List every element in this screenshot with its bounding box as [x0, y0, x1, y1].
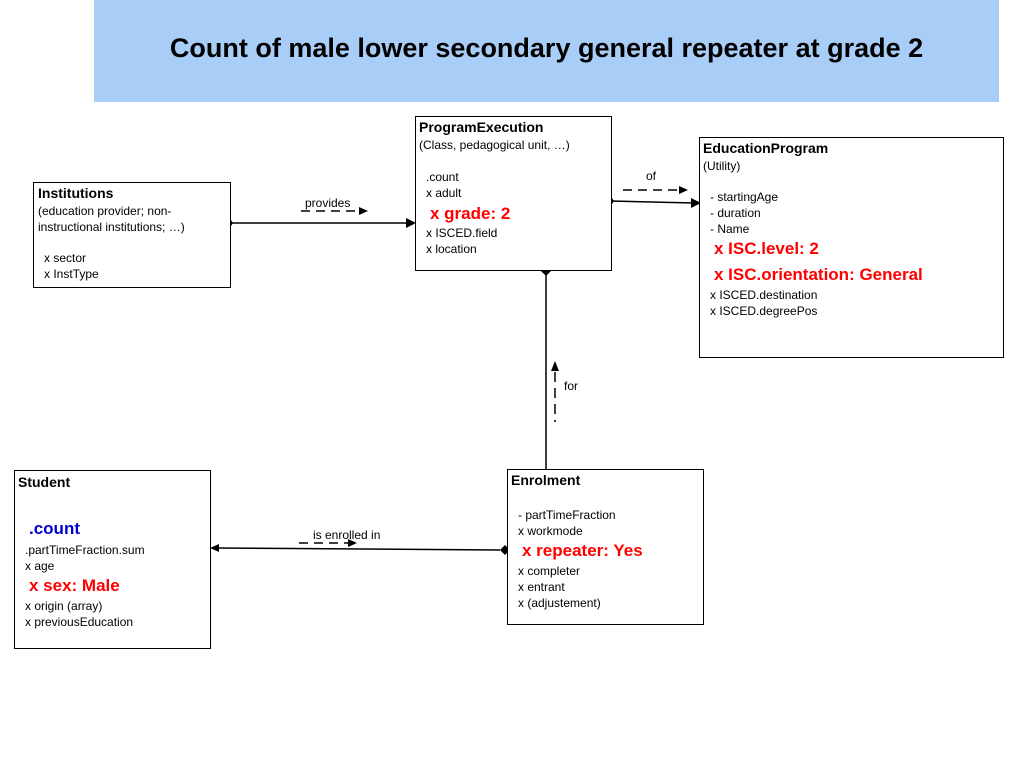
- student-box: Student .count .partTimeFraction.sum x a…: [14, 470, 211, 649]
- of-label: of: [646, 169, 657, 183]
- program-execution-attr-count: .count: [426, 170, 459, 184]
- student-attr-age: x age: [25, 559, 55, 573]
- education-program-title: EducationProgram: [703, 140, 829, 156]
- student-attr-previous-education: x previousEducation: [25, 615, 134, 629]
- student-attr-sex: x sex: Male: [29, 576, 120, 595]
- enrolment-attr-parttimefraction: - partTimeFraction: [518, 508, 616, 522]
- enrolment-box: Enrolment - partTimeFraction x workmode …: [507, 469, 704, 625]
- connector-provides: [225, 207, 416, 229]
- education-program-attr-name: - Name: [710, 222, 750, 236]
- institutions-box: Institutions (education provider; non- i…: [33, 182, 231, 288]
- program-execution-attr-isced-field: x ISCED.field: [426, 226, 498, 240]
- program-execution-attr-grade: x grade: 2: [430, 204, 511, 223]
- enrolment-attr-adjustement: x (adjustement): [518, 596, 601, 610]
- education-program-attr-starting-age: - startingAge: [710, 190, 779, 204]
- page-title: Count of male lower secondary general re…: [169, 33, 924, 63]
- education-program-desc: (Utility): [703, 159, 741, 173]
- student-attr-origin: x origin (array): [25, 599, 103, 613]
- connector-of: [606, 186, 701, 208]
- program-execution-box: ProgramExecution (Class, pedagogical uni…: [415, 116, 612, 271]
- enrolment-attr-entrant: x entrant: [518, 580, 565, 594]
- education-program-attr-isced-degreepos: x ISCED.degreePos: [710, 304, 818, 318]
- institutions-desc-2: instructional institutions; …): [38, 220, 185, 234]
- program-execution-title: ProgramExecution: [419, 119, 544, 135]
- title-band: Count of male lower secondary general re…: [94, 0, 999, 102]
- provides-label: provides: [305, 196, 351, 210]
- student-title: Student: [18, 474, 71, 490]
- enrolment-attr-workmode: x workmode: [518, 524, 583, 538]
- student-attr-parttimefraction-sum: .partTimeFraction.sum: [25, 543, 145, 557]
- institutions-attr-insttype: x InstType: [44, 267, 99, 281]
- program-execution-attr-location: x location: [426, 242, 477, 256]
- enrolment-title: Enrolment: [511, 472, 581, 488]
- education-program-attr-isced-destination: x ISCED.destination: [710, 288, 818, 302]
- connector-for: [541, 266, 559, 480]
- program-execution-attr-adult: x adult: [426, 186, 462, 200]
- connector-is-enrolled-in: [210, 539, 510, 555]
- enrolment-attr-repeater: x repeater: Yes: [522, 541, 643, 560]
- education-program-attr-isc-orientation: x ISC.orientation: General: [714, 265, 923, 284]
- education-program-box: EducationProgram (Utility) - startingAge…: [699, 137, 1004, 358]
- institutions-title: Institutions: [38, 185, 114, 201]
- education-program-attr-duration: - duration: [710, 206, 761, 220]
- program-execution-desc: (Class, pedagogical unit, …): [419, 138, 570, 152]
- for-label: for: [564, 379, 579, 393]
- education-program-attr-isc-level: x ISC.level: 2: [714, 239, 819, 258]
- student-attr-count: .count: [29, 519, 80, 538]
- institutions-desc-1: (education provider; non-: [38, 204, 172, 218]
- institutions-attr-sector: x sector: [44, 251, 87, 265]
- is-enrolled-in-label: is enrolled in: [313, 528, 381, 542]
- enrolment-attr-completer: x completer: [518, 564, 581, 578]
